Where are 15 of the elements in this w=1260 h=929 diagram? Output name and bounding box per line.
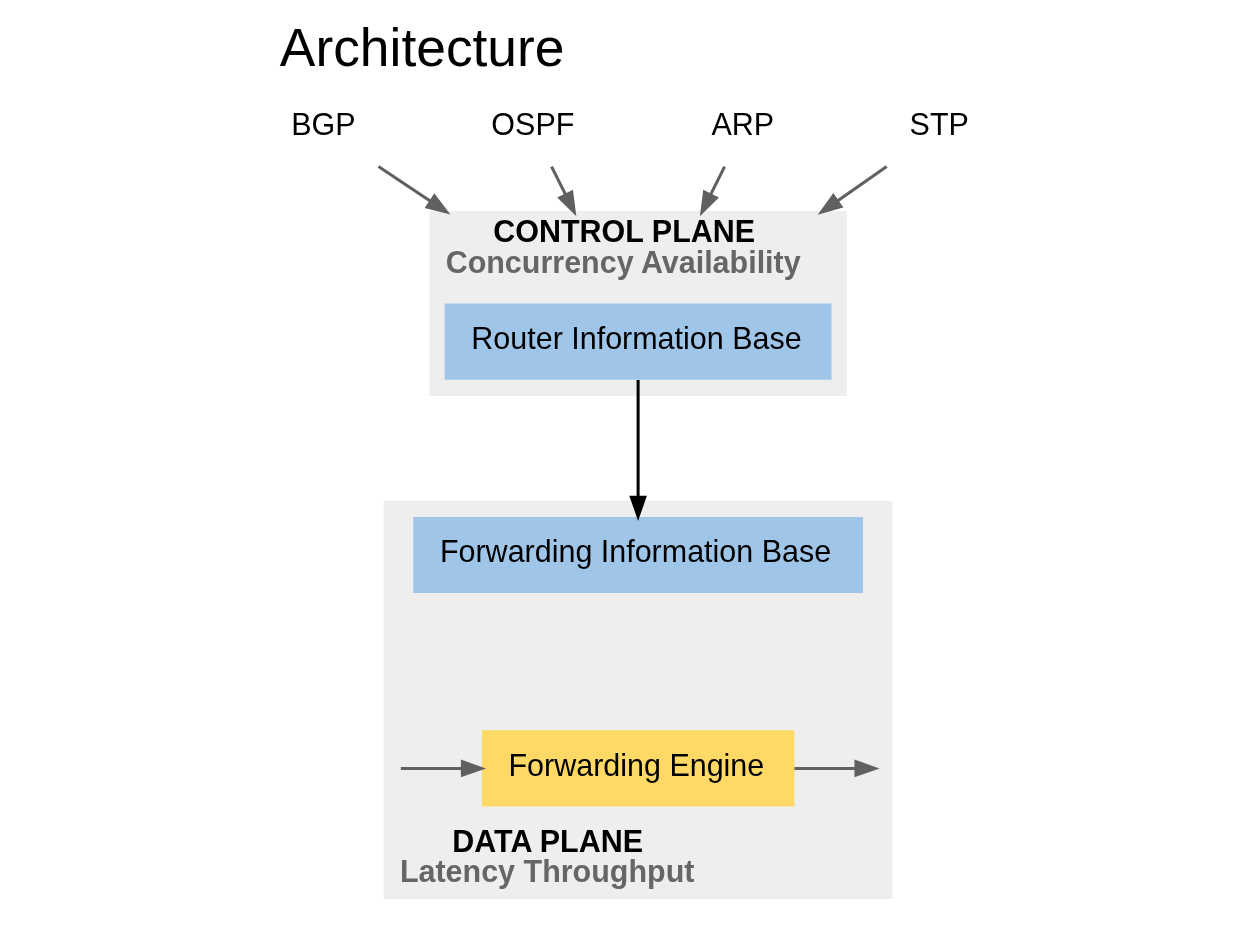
node-text: BGP — [291, 107, 356, 142]
node-box: Forwarding Engine — [481, 730, 795, 807]
arrow — [400, 759, 487, 778]
arrow — [377, 165, 451, 215]
node-text: OSPF — [491, 107, 575, 142]
arrow — [629, 380, 647, 521]
arrow — [550, 165, 577, 217]
diagram-title: Architecture — [279, 18, 565, 78]
node-text: ARP — [711, 107, 775, 142]
node-box: Forwarding Information Base — [413, 516, 863, 594]
node-box: Router Information Base — [444, 303, 832, 380]
node-text: STP — [909, 107, 969, 142]
arrow — [817, 165, 888, 215]
arrow — [699, 165, 726, 217]
arrow — [794, 759, 880, 778]
